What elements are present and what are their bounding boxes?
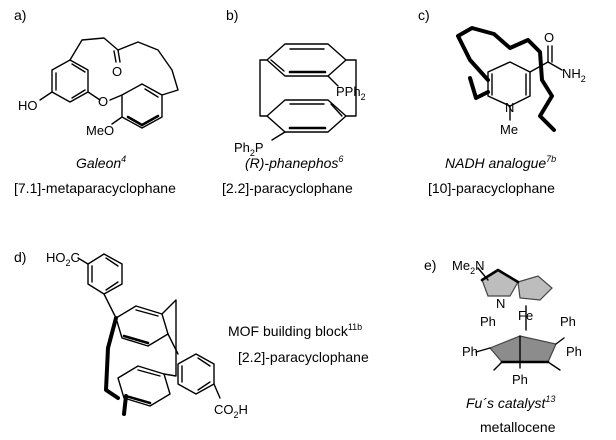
- phanephos-pph2-top: PPh2: [336, 84, 366, 102]
- panel-c-label: c): [418, 7, 430, 23]
- fu-phenyl-4: Ph: [566, 344, 582, 359]
- panel-b-label: b): [226, 7, 238, 23]
- nadh-analogue-structure: [456, 26, 563, 132]
- fu-phenyl-3: Ph: [462, 344, 478, 359]
- fu-phenyl-2: Ph: [560, 314, 576, 329]
- nadh-type: [10]-paracyclophane: [428, 180, 555, 196]
- panel-c: c) O NH2 N Me NADH analogue7b [10]-parac…: [418, 7, 586, 196]
- nadh-amide-o: O: [544, 30, 554, 45]
- panel-e: e) Me2N N Fe Ph Ph Ph Ph: [424, 257, 582, 435]
- fu-ring-n: N: [496, 296, 505, 311]
- panel-e-label: e): [424, 257, 436, 273]
- panel-d-label: d): [14, 249, 26, 265]
- panel-a-label: a): [14, 7, 26, 23]
- galeon-name: Galeon4: [76, 154, 126, 171]
- mof-acid-top: HO2C: [46, 250, 80, 268]
- mof-name: MOF building block11b: [228, 322, 362, 339]
- galeon-methoxy-atom: MeO: [86, 123, 114, 138]
- phanephos-type: [2.2]-paracyclophane: [222, 180, 353, 196]
- fu-catalyst-structure: [475, 267, 565, 371]
- panel-b: b) PPh2 Ph2P (R)-phanephos6 [2.2]-paracy…: [222, 7, 366, 196]
- nadh-methyl: Me: [500, 122, 518, 137]
- galeon-hydroxyl-atom: HO: [18, 98, 38, 113]
- phanephos-pph2-bottom: Ph2P: [234, 140, 264, 158]
- fu-type: metallocene: [480, 419, 556, 435]
- galeon-type: [7.1]-metaparacyclophane: [14, 180, 176, 196]
- galeon-ether-atom: O: [98, 94, 108, 109]
- fu-nme2: Me2N: [452, 258, 484, 276]
- mof-building-block-structure: [77, 253, 221, 416]
- phanephos-structure: [259, 43, 357, 141]
- fu-iron: Fe: [518, 308, 533, 323]
- phanephos-name: (R)-phanephos6: [245, 154, 343, 171]
- galeon-oxo-atom: O: [112, 64, 122, 79]
- fu-name: Fu´s catalyst13: [466, 394, 555, 411]
- panel-a: a) O O HO: [14, 7, 179, 196]
- galeon-structure: [39, 37, 179, 129]
- fu-phenyl-1: Ph: [480, 314, 496, 329]
- nadh-amide-n: NH2: [562, 66, 586, 84]
- nadh-name: NADH analogue7b: [445, 154, 556, 171]
- nadh-ring-n: N: [505, 100, 514, 115]
- fu-phenyl-5: Ph: [512, 372, 528, 387]
- panel-d: d): [14, 249, 369, 420]
- mof-type: [2.2]-paracyclophane: [238, 349, 369, 365]
- mof-acid-bottom: CO2H: [214, 402, 248, 420]
